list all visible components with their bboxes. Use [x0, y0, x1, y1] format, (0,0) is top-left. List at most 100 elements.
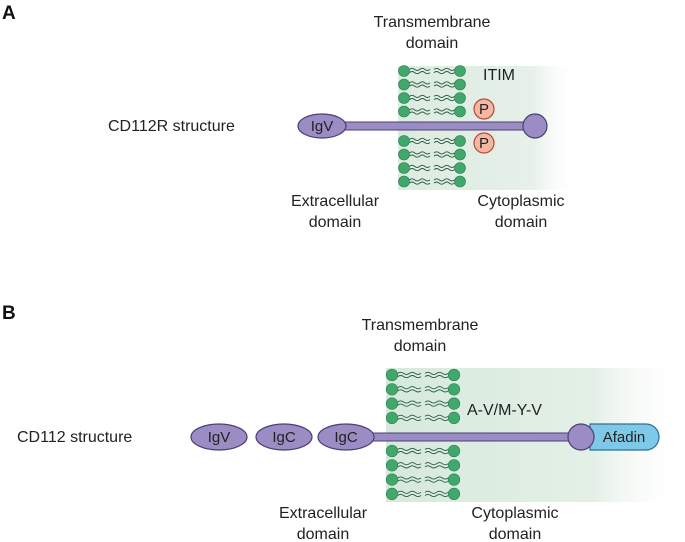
panel-a-igv-domain	[297, 113, 347, 139]
lipid-tail	[433, 137, 455, 141]
lipid-tail	[409, 151, 431, 155]
panel-a-transmembrane-label-line2: domain	[406, 35, 458, 52]
lipid-tail	[397, 490, 422, 494]
lipid-head	[398, 78, 410, 91]
panel-a: A Transmembrane domain ITIM CD112R struc…	[2, 3, 578, 231]
lipid-tail	[397, 403, 422, 407]
lipid-tail	[433, 141, 455, 145]
lipid-tail	[433, 181, 455, 185]
lipid-tail	[424, 400, 449, 404]
panel-a-lipid-bilayer-upper	[398, 65, 466, 118]
lipid-tail	[397, 479, 422, 483]
panel-a-structure-label: CD112R structure	[108, 118, 235, 135]
lipid-tail	[433, 67, 455, 71]
panel-b-igc-domain-1: IgC	[255, 423, 313, 451]
lipid-tail	[409, 168, 431, 172]
lipid-tail	[409, 71, 431, 75]
panel-a-receptor-stalk	[335, 121, 537, 131]
lipid-tail	[424, 493, 449, 498]
lipid-tail	[433, 168, 455, 172]
panel-b-domain-label-2: IgC	[272, 429, 296, 446]
lipid-tail	[409, 164, 431, 168]
lipid-tail	[409, 81, 431, 85]
lipid-tail	[397, 389, 422, 393]
panel-a-phospho-lower: P	[473, 132, 495, 154]
panel-b-afadin-label: Afadin	[603, 429, 646, 446]
lipid-head	[385, 444, 399, 458]
panel-b-receptor-stalk	[369, 432, 583, 442]
panel-a-extracellular-line1: Extracellular	[291, 193, 380, 210]
panel-b-lipid-bilayer-lower	[385, 444, 461, 501]
panel-a-cytoplasmic-line2: domain	[495, 214, 547, 231]
lipid-tail	[397, 465, 422, 469]
panel-b-igc-domain-2: IgC	[317, 423, 375, 451]
lipid-tail	[397, 400, 422, 404]
lipid-head	[454, 175, 466, 188]
panel-b-domain-label-3: IgC	[334, 429, 358, 446]
lipid-tail	[424, 465, 449, 469]
panel-b-domain-label-1: IgV	[208, 429, 231, 446]
lipid-head	[398, 135, 410, 147]
panel-b-transmembrane-label-line1: Transmembrane	[362, 317, 479, 334]
panel-b-extracellular-line1: Extracellular	[279, 505, 368, 522]
lipid-tail	[397, 417, 422, 422]
panel-a-letter: A	[2, 3, 16, 24]
lipid-head	[454, 135, 466, 147]
lipid-tail	[397, 414, 422, 418]
lipid-head	[447, 411, 461, 425]
lipid-head	[385, 487, 399, 501]
lipid-tail	[409, 84, 431, 88]
lipid-head	[398, 148, 410, 161]
lipid-tail	[433, 108, 455, 112]
panel-b-motif-label: A-V/M-Y-V	[467, 402, 542, 419]
lipid-tail	[433, 71, 455, 75]
panel-a-cytoplasmic-tail	[522, 113, 548, 139]
lipid-head	[398, 162, 410, 174]
lipid-head	[454, 65, 466, 77]
lipid-head	[447, 487, 461, 501]
lipid-tail	[424, 462, 449, 466]
lipid-tail	[424, 490, 449, 494]
panel-b: B Transmembrane domain A-V/M-Y-V CD112 s…	[2, 303, 685, 542]
lipid-tail	[424, 451, 449, 455]
panel-b-extracellular-line2: domain	[297, 526, 349, 542]
panel-b-cytoplasmic-line1: Cytoplasmic	[471, 505, 558, 522]
lipid-tail	[433, 84, 455, 88]
lipid-head	[385, 383, 399, 396]
lipid-head	[454, 105, 466, 118]
panel-b-transmembrane-label-line2: domain	[394, 338, 446, 355]
lipid-head	[447, 368, 461, 382]
lipid-tail	[409, 181, 431, 185]
lipid-tail	[409, 98, 431, 102]
lipid-head	[447, 383, 461, 396]
lipid-head	[454, 92, 466, 104]
lipid-head	[454, 162, 466, 174]
panel-b-letter: B	[2, 303, 16, 324]
lipid-tail	[409, 108, 431, 112]
lipid-tail	[433, 98, 455, 102]
panel-a-itim-label: ITIM	[483, 67, 515, 84]
lipid-head	[385, 473, 399, 486]
panel-a-lipid-bilayer-lower	[398, 135, 466, 188]
lipid-head	[398, 65, 410, 77]
lipid-tail	[397, 375, 422, 379]
lipid-head	[454, 78, 466, 91]
lipid-tail	[433, 154, 455, 158]
panel-a-cytoplasmic-line1: Cytoplasmic	[477, 193, 564, 210]
lipid-tail	[433, 81, 455, 85]
panel-a-transmembrane-label-line1: Transmembrane	[374, 14, 491, 31]
lipid-tail	[424, 414, 449, 418]
lipid-tail	[409, 154, 431, 158]
lipid-tail	[409, 94, 431, 98]
lipid-tail	[424, 479, 449, 483]
lipid-head	[398, 105, 410, 118]
lipid-tail	[433, 151, 455, 155]
lipid-tail	[424, 389, 449, 393]
panel-b-lipid-bilayer-upper	[385, 368, 461, 425]
lipid-tail	[409, 178, 431, 182]
lipid-tail	[397, 462, 422, 466]
lipid-tail	[397, 476, 422, 480]
lipid-tail	[424, 371, 449, 375]
panel-a-phospho-upper-label: P	[479, 101, 489, 118]
